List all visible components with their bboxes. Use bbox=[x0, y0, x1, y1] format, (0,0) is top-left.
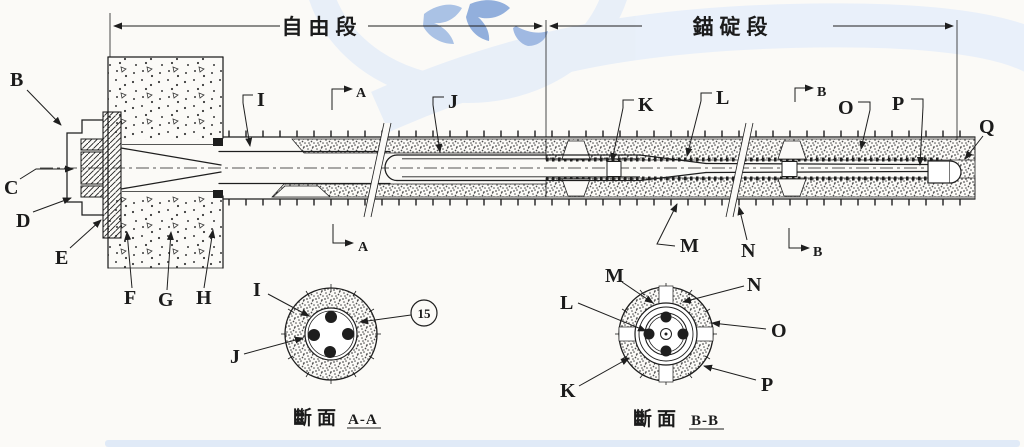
label-h: H bbox=[196, 287, 212, 309]
section-bb-label-n: N bbox=[747, 274, 762, 296]
label-g: G bbox=[158, 289, 174, 311]
balloon-15 bbox=[410, 299, 438, 327]
watermark-logo bbox=[105, 0, 1024, 447]
section-aa-label-i: I bbox=[253, 279, 261, 301]
label-o: O bbox=[838, 97, 854, 119]
strand-dot bbox=[660, 345, 672, 357]
break-marks bbox=[363, 122, 754, 218]
label-m: M bbox=[680, 235, 699, 257]
borehole-ticks-bottom bbox=[228, 199, 975, 206]
section-bb-label-k: K bbox=[560, 380, 576, 402]
strand-clamp bbox=[781, 161, 798, 177]
strand-dot bbox=[660, 311, 672, 323]
borehole-ticks-top bbox=[228, 130, 975, 137]
dimension-lines: 自由段 錨碇段 bbox=[109, 13, 958, 140]
cut-a-bottom: A bbox=[358, 240, 369, 255]
centralizer bbox=[777, 140, 807, 160]
strand-bundle-bottom bbox=[705, 170, 929, 174]
label-b: B bbox=[10, 69, 23, 91]
centralizer bbox=[777, 178, 807, 197]
label-j: J bbox=[448, 91, 458, 113]
anchor-nut-top bbox=[80, 138, 104, 151]
section-aa-title: 斷面 bbox=[293, 406, 341, 429]
free-section-label: 自由段 bbox=[282, 15, 363, 39]
end-cap bbox=[949, 160, 962, 184]
main-part-labels: B C D E F G H I J K L M N O P Q bbox=[4, 69, 995, 311]
strand-clamp bbox=[606, 161, 622, 177]
spacer-free bbox=[271, 185, 332, 198]
label-f: F bbox=[124, 287, 136, 309]
sheath-ring bbox=[304, 307, 358, 361]
grout-band-free bbox=[271, 138, 547, 198]
section-bb: M N L O K P 斷面 B-B bbox=[560, 265, 787, 430]
anchor-nut-bottom bbox=[80, 185, 104, 198]
trumpet-line-bottom bbox=[120, 171, 222, 190]
strand-dot bbox=[342, 328, 354, 340]
strand-dot bbox=[325, 311, 337, 323]
section-bb-label-l: L bbox=[560, 292, 573, 314]
seal-bottom bbox=[213, 190, 223, 198]
label-d: D bbox=[16, 210, 30, 232]
anchorage-section-label: 錨碇段 bbox=[693, 15, 774, 39]
inner-sheath-cap bbox=[384, 154, 398, 182]
label-k: K bbox=[638, 94, 654, 116]
label-q: Q bbox=[979, 116, 995, 138]
strand-dot bbox=[324, 346, 336, 358]
section-aa-ticks bbox=[281, 284, 381, 384]
anchor-head bbox=[66, 111, 122, 239]
watermark-strip bbox=[105, 440, 1020, 447]
balloon-15-value: 15 bbox=[418, 306, 432, 321]
end-block bbox=[927, 160, 951, 184]
label-l: L bbox=[716, 87, 729, 109]
section-bb-label-o: O bbox=[771, 320, 787, 342]
label-p: P bbox=[892, 93, 904, 115]
strand-dot bbox=[677, 328, 689, 340]
cut-markers: A A B B bbox=[331, 84, 826, 260]
section-bb-label-p: P bbox=[761, 374, 773, 396]
section-bb-ref: B-B bbox=[691, 413, 719, 429]
label-i: I bbox=[257, 89, 265, 111]
cut-b-bottom: B bbox=[813, 245, 822, 260]
label-c: C bbox=[4, 177, 18, 199]
seal-top bbox=[213, 138, 223, 146]
cut-b-top: B bbox=[817, 85, 826, 100]
label-n: N bbox=[741, 240, 756, 262]
bearing-plate bbox=[102, 111, 122, 239]
section-bb-title: 斷面 bbox=[633, 407, 681, 430]
centralizer bbox=[561, 178, 591, 197]
section-aa-label-j: J bbox=[230, 346, 240, 368]
section-aa-ref: A-A bbox=[348, 412, 378, 428]
trumpet-line-top bbox=[120, 147, 222, 166]
section-aa: I J 15 斷面 A-A bbox=[230, 279, 438, 429]
cut-a-top: A bbox=[356, 86, 367, 101]
section-bb-label-m: M bbox=[605, 265, 624, 287]
strand-dot bbox=[308, 329, 320, 341]
label-e: E bbox=[55, 247, 68, 269]
wedge-block bbox=[80, 151, 104, 185]
